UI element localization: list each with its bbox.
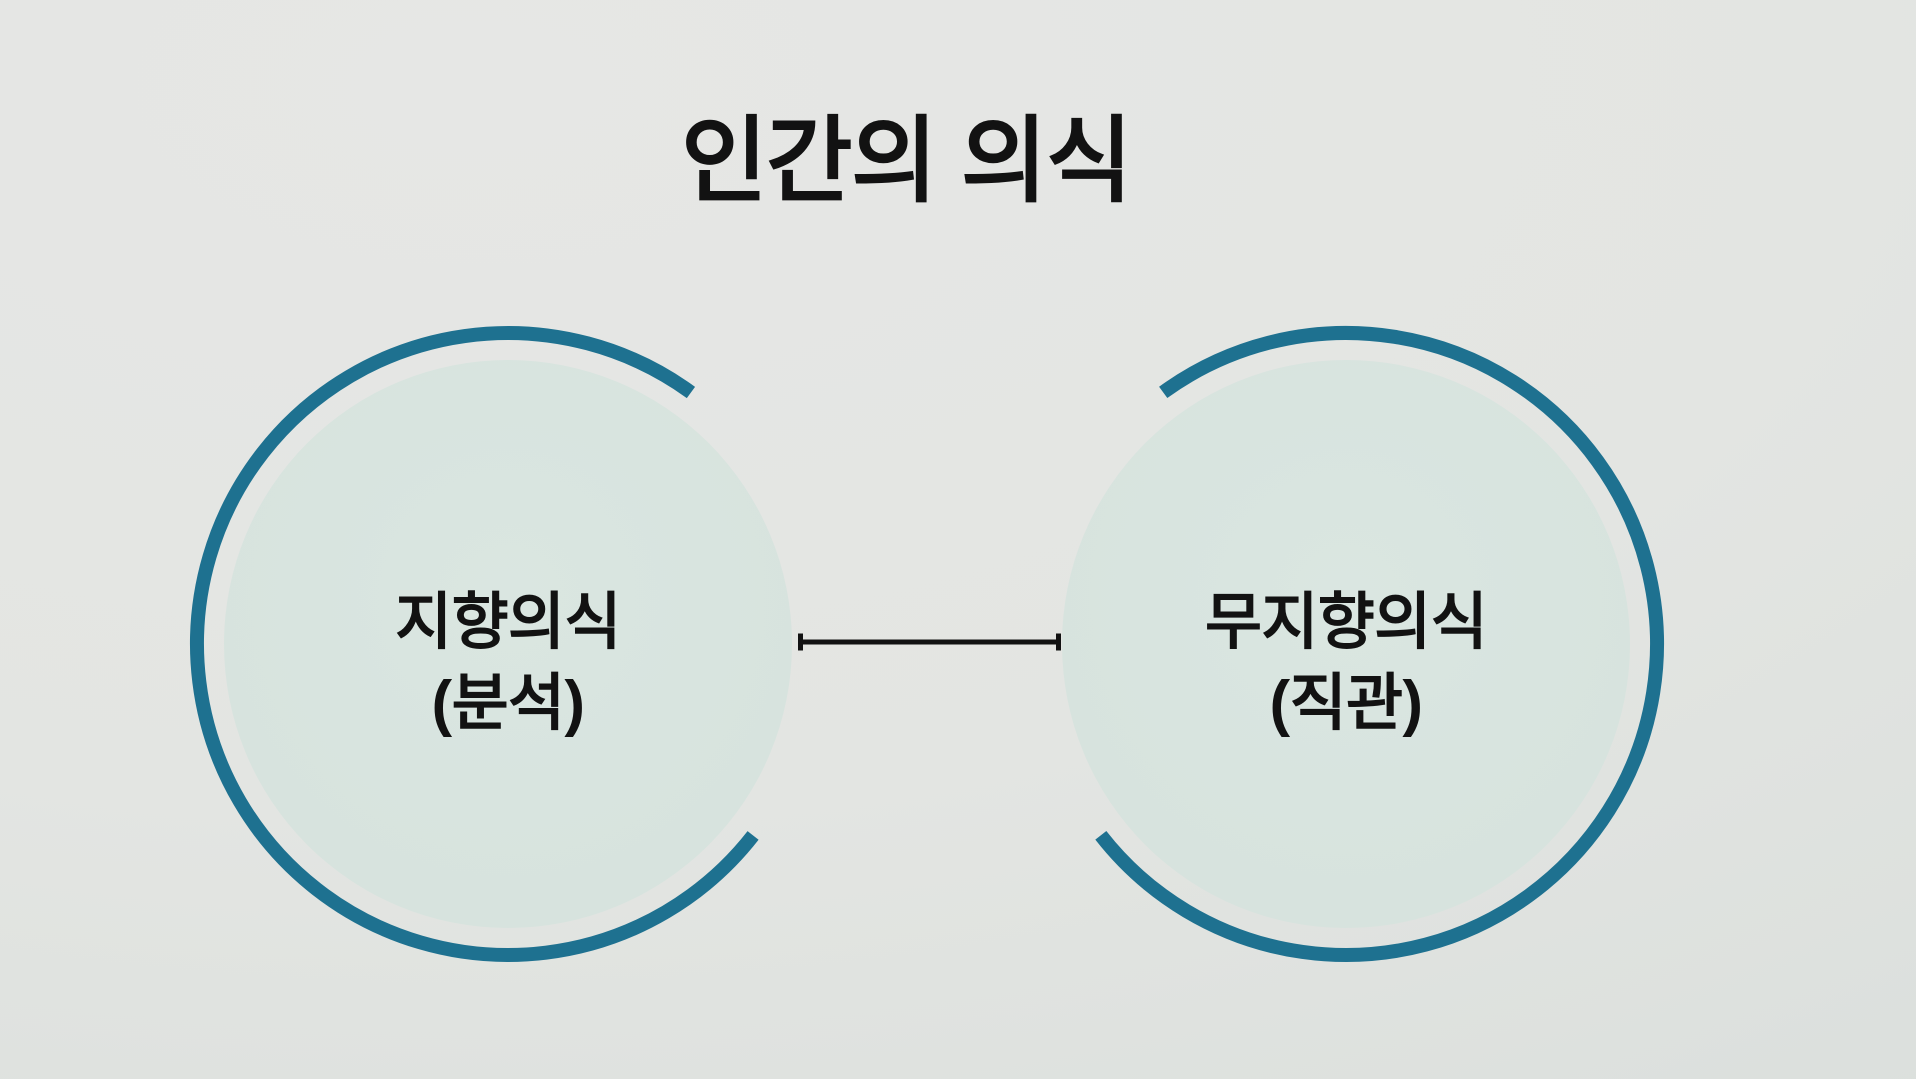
right-circle-label-main: 무지향의식 <box>1204 588 1488 658</box>
left-circle-open-arc <box>190 326 826 962</box>
right-circle-label: 무지향의식 (직관) <box>1016 334 1676 994</box>
right-circle-open-arc <box>1028 325 1664 962</box>
left-circle-label: 지향의식 (분석) <box>178 334 838 994</box>
right-circle-label-sub: (직관) <box>1269 669 1424 738</box>
left-circle-label-sub: (분석) <box>431 669 586 738</box>
right-circle-fill <box>1062 360 1630 928</box>
bidirectional-bar-connector <box>798 633 1061 651</box>
right-circle-group: 무지향의식 (직관) <box>1016 314 1676 974</box>
left-circle-label-main: 지향의식 <box>395 588 621 658</box>
left-circle-group: 지향의식 (분석) <box>178 314 838 974</box>
connector-line <box>803 639 1056 645</box>
connector-right-endbar-icon <box>1056 633 1061 651</box>
connector-left-endbar-icon <box>798 633 803 651</box>
diagram-title: 인간의 의식 <box>680 108 1132 213</box>
left-circle-fill <box>224 360 792 928</box>
